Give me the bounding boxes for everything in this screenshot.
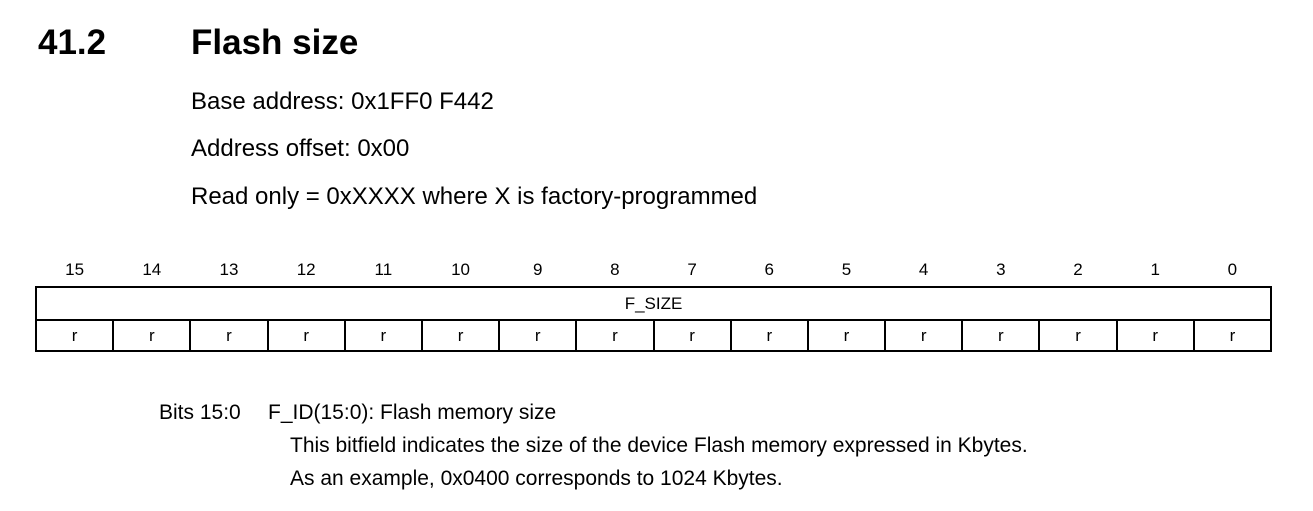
section-number: 41.2 xyxy=(38,23,107,62)
field-name-cell: F_SIZE xyxy=(35,286,1272,321)
reset-value: Read only = 0xXXXX where X is factory-pr… xyxy=(191,183,758,210)
bit-number: 1 xyxy=(1150,260,1160,279)
access-cell: r xyxy=(806,319,887,352)
bit-number: 14 xyxy=(142,260,162,279)
access-cell: r xyxy=(266,319,346,352)
bit-number: 8 xyxy=(610,260,620,279)
bit-number: 2 xyxy=(1073,260,1083,279)
bit-number: 10 xyxy=(451,260,470,279)
bits-range-label: Bits 15:0 xyxy=(159,401,241,424)
bit-number-header: 15 14 13 12 11 10 9 8 7 6 5 4 3 2 1 0 xyxy=(36,258,1271,282)
bit-number: 11 xyxy=(374,260,393,279)
field-description-title: F_ID(15:0): Flash memory size xyxy=(268,401,557,424)
description-line: As an example, 0x0400 corresponds to 102… xyxy=(290,467,783,490)
address-offset: Address offset: 0x00 xyxy=(191,135,410,162)
access-cell: r xyxy=(1038,319,1118,352)
bit-number: 9 xyxy=(532,260,543,279)
access-cell: r xyxy=(112,319,192,352)
access-cell: r xyxy=(575,319,655,352)
access-cell: r xyxy=(420,319,501,352)
access-cell: r xyxy=(961,319,1041,352)
bit-number: 0 xyxy=(1227,260,1238,279)
access-cell: r xyxy=(343,319,423,352)
field-row: F_SIZE xyxy=(35,286,1272,321)
bit-number: 5 xyxy=(841,260,852,279)
bit-number: 4 xyxy=(918,260,929,279)
access-cell: r xyxy=(652,319,732,352)
section-title: Flash size xyxy=(191,23,359,62)
bit-number: 6 xyxy=(764,260,775,279)
access-cell: r xyxy=(884,319,964,352)
bit-number: 12 xyxy=(296,260,316,279)
access-cell: r xyxy=(729,319,809,352)
register-bitfield-table: F_SIZE r r r r r r r r r r r r r r r r xyxy=(34,286,1273,352)
bit-number: 15 xyxy=(65,260,85,279)
base-address: Base address: 0x1FF0 F442 xyxy=(191,88,494,115)
bit-number: 3 xyxy=(996,260,1006,279)
access-cell: r xyxy=(498,319,578,352)
access-cell: r xyxy=(1192,319,1273,352)
description-line: This bitfield indicates the size of the … xyxy=(290,434,1028,457)
access-cell: r xyxy=(1115,319,1195,352)
access-cell: r xyxy=(189,319,269,352)
bit-number: 13 xyxy=(219,260,239,279)
access-cell: r xyxy=(34,319,115,352)
bit-number: 7 xyxy=(687,260,697,279)
access-row: r r r r r r r r r r r r r r r r xyxy=(34,319,1273,352)
